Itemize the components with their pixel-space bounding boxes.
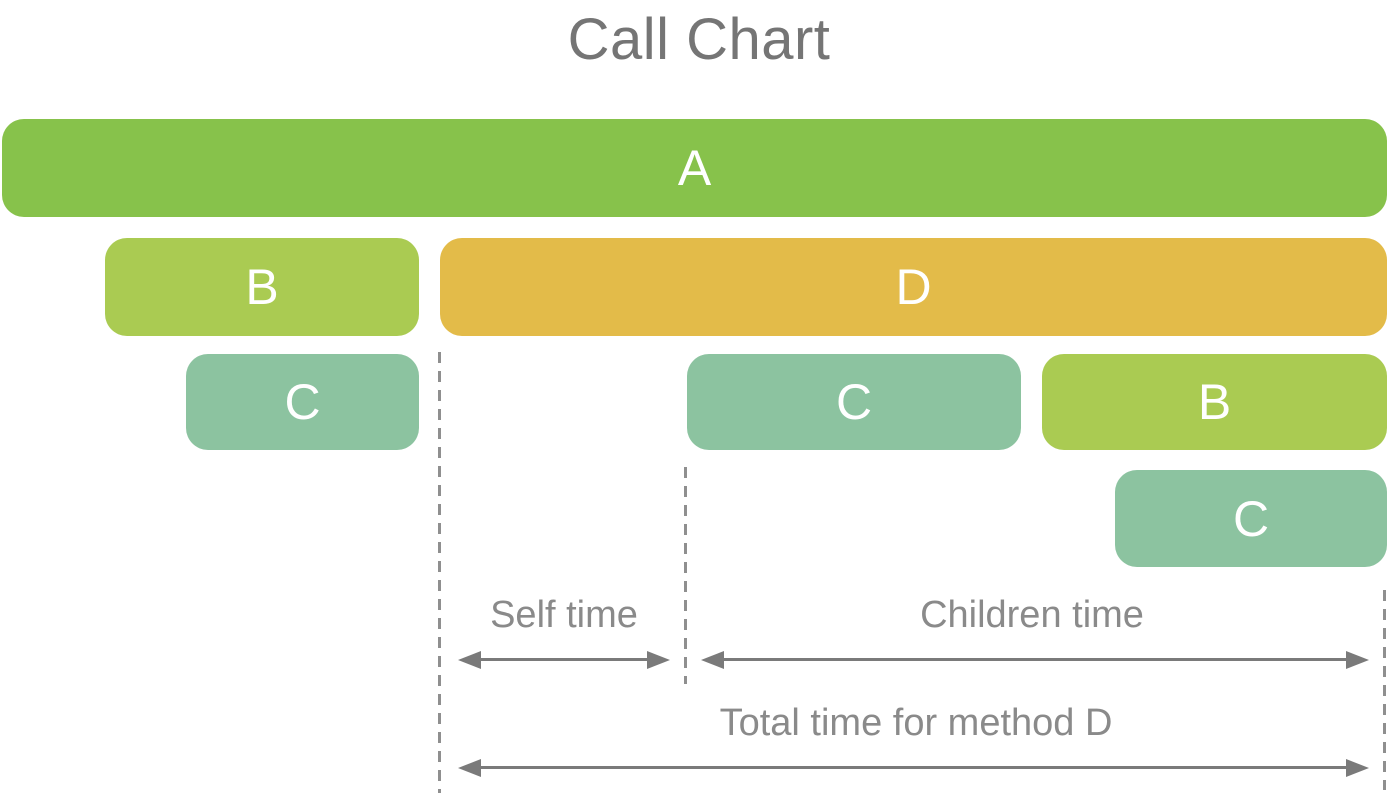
call-bar-label: B [245, 259, 279, 315]
page-title: Call Chart [567, 7, 831, 72]
total-time-label: Total time for method D [719, 702, 1113, 744]
call-bar-b2: B [1042, 354, 1387, 450]
dashed-guide-method-d-end [1383, 590, 1386, 790]
call-bar-b1: B [105, 238, 419, 336]
call-bar-label: D [895, 259, 932, 315]
arrow-line [474, 766, 1353, 769]
call-bar-label: C [284, 374, 321, 430]
children-time-label: Children time [920, 594, 1144, 636]
self-time-label: Self time [490, 594, 638, 636]
arrowhead-right-icon [1346, 651, 1369, 669]
call-bar-a: A [2, 119, 1387, 217]
call-bar-label: B [1197, 374, 1232, 430]
total-time-arrow [458, 759, 1369, 777]
arrowhead-left-icon [458, 759, 481, 777]
self-time-arrow [458, 651, 670, 669]
dashed-guide-method-d-start [438, 352, 441, 793]
call-bar-c1: C [186, 354, 419, 450]
arrow-line [717, 658, 1353, 661]
call-bar-c2: C [687, 354, 1021, 450]
arrowhead-right-icon [647, 651, 670, 669]
dashed-guide-children-start [684, 467, 687, 684]
call-bar-d: D [440, 238, 1387, 336]
call-bar-c3: C [1115, 470, 1387, 567]
arrowhead-left-icon [458, 651, 481, 669]
arrow-line [474, 658, 654, 661]
call-bar-label: C [835, 374, 873, 430]
arrowhead-left-icon [701, 651, 724, 669]
call-bar-label: A [677, 140, 712, 196]
call-bar-label: C [1232, 490, 1270, 547]
arrowhead-right-icon [1346, 759, 1369, 777]
children-time-arrow [701, 651, 1369, 669]
